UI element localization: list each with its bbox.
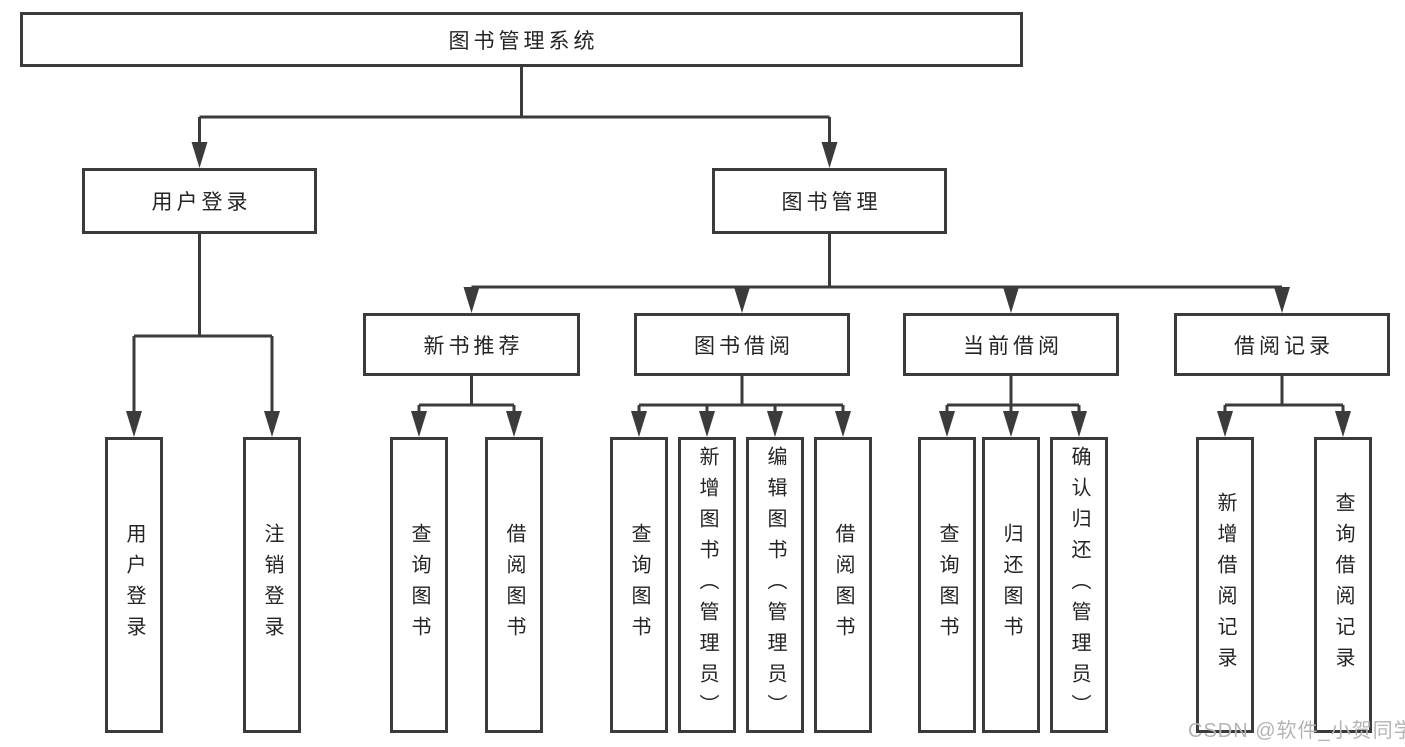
node-label: 归还图书 [1000, 523, 1022, 647]
node-new-book-recommendation: 新书推荐 [363, 313, 580, 376]
node-label: 确认归还（管理员） [1068, 445, 1090, 725]
node-label: 查询图书 [936, 523, 958, 647]
leaf-add-book-admin: 新增图书（管理员） [678, 437, 736, 733]
node-user-login: 用户登录 [82, 168, 317, 234]
node-label: 查询借阅记录 [1332, 492, 1354, 678]
node-label: 新增借阅记录 [1214, 492, 1236, 678]
node-library-management-system: 图书管理系统 [20, 12, 1023, 67]
arrowhead-leaf-edit-book [767, 411, 783, 437]
connector-root-to-level2 [198, 67, 831, 144]
connector-user-login-branch [132, 234, 274, 413]
connector-new-book-recommendation-branch [417, 376, 516, 413]
arrowhead-leaf-borrow-books-2 [835, 411, 851, 437]
leaf-edit-book-admin: 编辑图书（管理员） [746, 437, 804, 733]
node-borrowing-records: 借阅记录 [1174, 313, 1390, 376]
leaf-borrow-books-1: 借阅图书 [485, 437, 543, 733]
arrowhead-leaf-logout [264, 411, 280, 437]
leaf-logout: 注销登录 [243, 437, 301, 733]
leaf-confirm-return-admin: 确认归还（管理员） [1050, 437, 1108, 733]
csdn-watermark: CSDN @软件_小贺同学 [1188, 720, 1405, 742]
node-label: 查询图书 [628, 523, 650, 647]
node-label: 注销登录 [261, 523, 283, 647]
node-label: 图书借阅 [694, 334, 794, 358]
connector-book-management-branch [471, 234, 1282, 289]
arrowhead-leaf-return-books [1003, 411, 1019, 437]
arrowhead-book-borrowing [734, 287, 750, 313]
arrowhead-leaf-query-books-1 [411, 411, 427, 437]
arrowhead-leaf-user-login [126, 411, 142, 437]
node-label: 当前借阅 [963, 334, 1063, 358]
arrowhead-leaf-borrow-books-1 [506, 411, 522, 437]
arrowhead-leaf-query-borrow-record [1335, 411, 1351, 437]
leaf-query-borrow-record: 查询借阅记录 [1314, 437, 1372, 733]
leaf-return-books: 归还图书 [982, 437, 1040, 733]
arrowhead-leaf-add-book [699, 411, 715, 437]
arrowhead-leaf-confirm-return [1071, 411, 1087, 437]
leaf-user-login: 用户登录 [105, 437, 163, 733]
node-label: 借阅图书 [503, 523, 525, 647]
leaf-query-books-2: 查询图书 [610, 437, 668, 733]
leaf-borrow-books-2: 借阅图书 [814, 437, 872, 733]
arrowhead-leaf-query-books-3 [939, 411, 955, 437]
node-label: 新增图书（管理员） [696, 445, 718, 725]
node-label: 查询图书 [408, 523, 430, 647]
leaf-add-borrow-record: 新增借阅记录 [1196, 437, 1254, 733]
node-label: 新书推荐 [423, 334, 524, 358]
node-label: 借阅记录 [1234, 334, 1334, 358]
leaf-query-books-3: 查询图书 [918, 437, 976, 733]
arrowhead-book-management [821, 142, 838, 168]
leaf-query-books-1: 查询图书 [390, 437, 448, 733]
arrowhead-user-login [191, 142, 208, 168]
connector-current-borrowing-branch [945, 376, 1081, 413]
node-label: 图书管理系统 [448, 29, 599, 53]
arrowhead-new-book-recommendation [463, 287, 480, 313]
connector-borrowing-records-branch [1223, 376, 1345, 413]
node-label: 用户登录 [123, 523, 145, 647]
node-label: 编辑图书（管理员） [764, 445, 786, 725]
connector-book-borrowing-branch [637, 376, 845, 413]
arrowhead-leaf-add-borrow-record [1217, 411, 1233, 437]
node-current-borrowing: 当前借阅 [903, 313, 1119, 376]
node-label: 用户登录 [151, 191, 252, 214]
arrowhead-current-borrowing [1003, 287, 1019, 313]
arrowhead-borrowing-records [1274, 287, 1290, 313]
arrowhead-leaf-query-books-2 [631, 411, 647, 437]
node-book-management: 图书管理 [712, 168, 947, 234]
node-label: 借阅图书 [832, 523, 854, 647]
node-book-borrowing: 图书借阅 [634, 313, 850, 376]
node-label: 图书管理 [781, 191, 882, 214]
